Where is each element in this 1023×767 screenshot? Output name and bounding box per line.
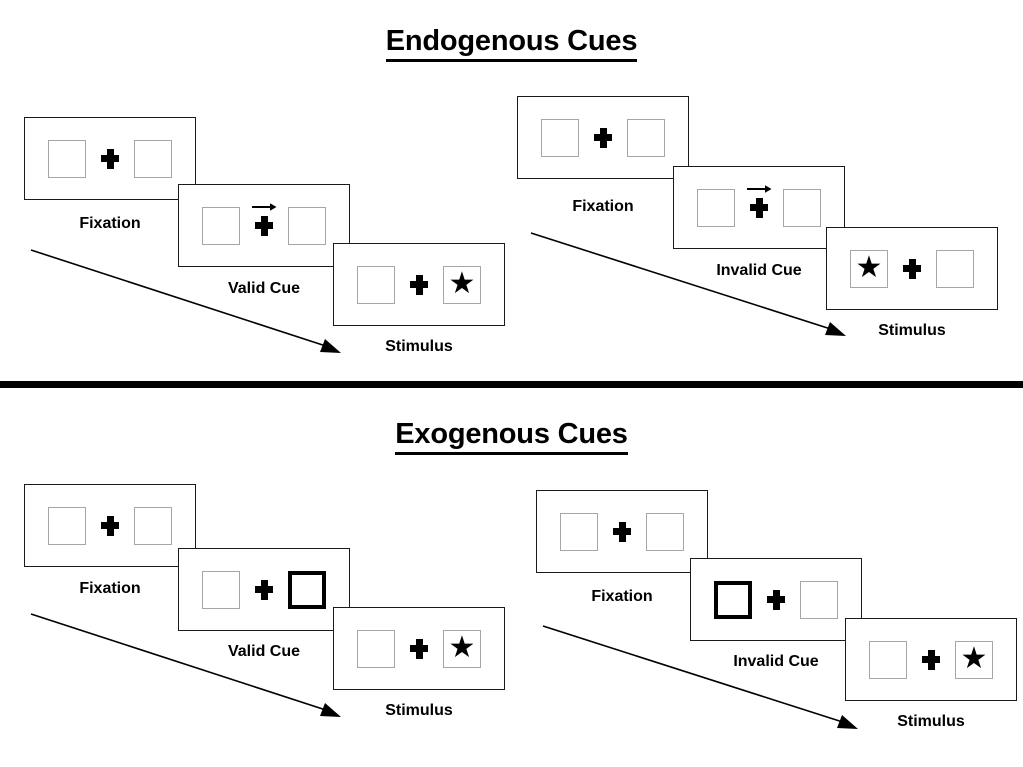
panel-exogenous-valid-cue[interactable] bbox=[178, 548, 350, 631]
right-box[interactable] bbox=[800, 580, 838, 619]
left-box[interactable] bbox=[869, 640, 907, 679]
star-icon: ★ bbox=[448, 630, 476, 664]
section-title-endogenous: Endogenous Cues bbox=[0, 25, 1023, 62]
left-box[interactable] bbox=[697, 188, 735, 227]
panel-endogenous-invalid-stimulus[interactable]: ★ bbox=[826, 227, 998, 310]
fixation-cross-icon bbox=[766, 589, 786, 611]
left-box[interactable] bbox=[48, 139, 86, 178]
panel-endogenous-valid-stimulus[interactable]: ★ bbox=[333, 243, 505, 326]
star-icon: ★ bbox=[960, 641, 988, 675]
caption-exogenous-valid-fixation: Fixation bbox=[79, 580, 141, 597]
arrow-right-icon bbox=[747, 184, 772, 193]
left-box[interactable] bbox=[48, 506, 86, 545]
right-box-cued[interactable] bbox=[288, 570, 326, 609]
fixation-cross-icon bbox=[100, 148, 120, 170]
right-box[interactable]: ★ bbox=[955, 640, 993, 679]
caption-exogenous-valid-cue: Valid Cue bbox=[227, 643, 301, 660]
section-title-exogenous-text: Exogenous Cues bbox=[395, 418, 628, 455]
right-box[interactable] bbox=[288, 206, 326, 245]
left-box[interactable] bbox=[357, 265, 395, 304]
caption-exogenous-invalid-cue: Invalid Cue bbox=[733, 653, 819, 670]
right-box[interactable] bbox=[646, 512, 684, 551]
fixation-cross-icon bbox=[254, 579, 274, 601]
right-box[interactable] bbox=[134, 139, 172, 178]
caption-endogenous-valid-cue: Valid Cue bbox=[227, 280, 301, 297]
caption-endogenous-valid-stimulus: Stimulus bbox=[385, 338, 453, 355]
fixation-cross-icon bbox=[409, 274, 429, 296]
star-icon: ★ bbox=[448, 266, 476, 300]
fixation-cross-icon bbox=[612, 521, 632, 543]
section-title-exogenous: Exogenous Cues bbox=[0, 418, 1023, 455]
left-box[interactable] bbox=[202, 206, 240, 245]
left-box-cued[interactable] bbox=[714, 580, 752, 619]
right-box[interactable] bbox=[936, 249, 974, 288]
left-box[interactable] bbox=[541, 118, 579, 157]
caption-endogenous-invalid-stimulus: Stimulus bbox=[878, 322, 946, 339]
fixation-cross-icon bbox=[100, 515, 120, 537]
left-box[interactable] bbox=[560, 512, 598, 551]
right-box[interactable] bbox=[134, 506, 172, 545]
panel-endogenous-valid-fixation[interactable] bbox=[24, 117, 196, 200]
panel-exogenous-valid-fixation[interactable] bbox=[24, 484, 196, 567]
fixation-cross-icon bbox=[593, 127, 613, 149]
caption-endogenous-invalid-cue: Invalid Cue bbox=[716, 262, 802, 279]
left-box[interactable] bbox=[357, 629, 395, 668]
panel-endogenous-invalid-fixation[interactable] bbox=[517, 96, 689, 179]
caption-exogenous-valid-stimulus: Stimulus bbox=[385, 702, 453, 719]
right-box[interactable] bbox=[627, 118, 665, 157]
panel-endogenous-valid-cue[interactable] bbox=[178, 184, 350, 267]
right-box[interactable] bbox=[783, 188, 821, 227]
star-icon: ★ bbox=[855, 250, 883, 284]
panel-exogenous-invalid-cue[interactable] bbox=[690, 558, 862, 641]
arrow-right-icon bbox=[252, 202, 277, 211]
section-divider bbox=[0, 381, 1023, 388]
left-box[interactable]: ★ bbox=[850, 249, 888, 288]
panel-exogenous-invalid-stimulus[interactable]: ★ bbox=[845, 618, 1017, 701]
panel-exogenous-valid-stimulus[interactable]: ★ bbox=[333, 607, 505, 690]
caption-exogenous-invalid-fixation: Fixation bbox=[591, 588, 653, 605]
caption-exogenous-invalid-stimulus: Stimulus bbox=[897, 713, 965, 730]
fixation-cross-icon bbox=[252, 202, 277, 237]
caption-endogenous-invalid-fixation: Fixation bbox=[572, 198, 634, 215]
section-title-endogenous-text: Endogenous Cues bbox=[385, 25, 637, 62]
right-box[interactable]: ★ bbox=[443, 629, 481, 668]
fixation-cross-icon bbox=[409, 638, 429, 660]
right-box[interactable]: ★ bbox=[443, 265, 481, 304]
caption-endogenous-valid-fixation: Fixation bbox=[79, 215, 141, 232]
left-box[interactable] bbox=[202, 570, 240, 609]
panel-endogenous-invalid-cue[interactable] bbox=[673, 166, 845, 249]
panel-exogenous-invalid-fixation[interactable] bbox=[536, 490, 708, 573]
fixation-cross-icon bbox=[902, 258, 922, 280]
fixation-cross-icon bbox=[921, 649, 941, 671]
fixation-cross-icon bbox=[747, 184, 772, 219]
